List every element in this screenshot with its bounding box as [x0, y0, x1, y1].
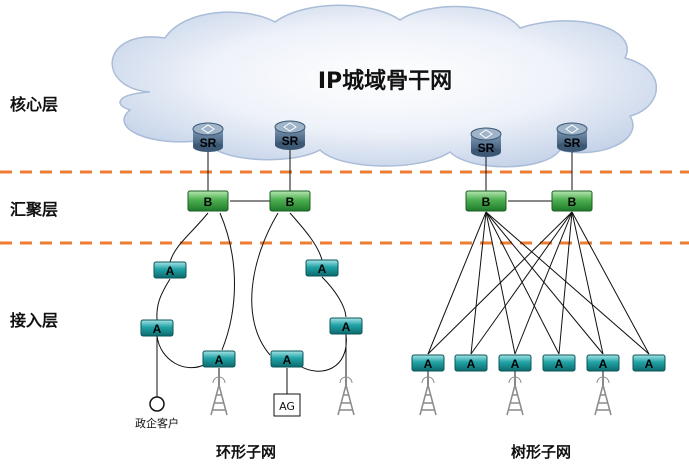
- core-router-1: SR: [192, 122, 224, 152]
- ring-access-switch-4: A: [270, 350, 304, 368]
- core-router-label: SR: [200, 136, 217, 150]
- aggregation-layer-label: 汇聚层: [10, 200, 58, 219]
- access-gateway-box: [273, 393, 301, 417]
- access-layer-label: 接入层: [10, 311, 58, 330]
- access-switch-label: A: [599, 357, 608, 371]
- core-router-2: SR: [274, 120, 306, 150]
- aggregation-switch-label: B: [286, 195, 295, 209]
- ring-access-switch-1: A: [153, 261, 187, 279]
- access-switch-label: A: [424, 357, 433, 371]
- ip-metro-backbone-cloud: IP城域骨干网: [111, 4, 657, 168]
- cell-tower-icon: [210, 376, 228, 416]
- aggregation-switch-4: B: [551, 190, 593, 212]
- cloud-title: IP城域骨干网: [318, 68, 452, 94]
- aggregation-switch-label: B: [204, 195, 213, 209]
- cell-tower-icon: [337, 376, 355, 416]
- tree-subnet-label: 树形子网: [511, 443, 571, 461]
- tree-access-switch-6: A: [632, 354, 666, 372]
- access-switch-label: A: [166, 264, 175, 278]
- network-links: [156, 148, 650, 398]
- aggregation-switch-3: B: [465, 190, 507, 212]
- core-router-3: SR: [470, 127, 502, 157]
- ring-access-switch-2: A: [140, 319, 174, 337]
- customer-endpoint-icon: [149, 396, 165, 412]
- access-switch-label: A: [555, 357, 564, 371]
- core-router-label: SR: [282, 134, 299, 148]
- access-switch-label: A: [283, 353, 292, 367]
- cell-tower-icon: [506, 376, 524, 416]
- core-layer-label: 核心层: [10, 95, 58, 114]
- core-router-4: SR: [556, 122, 588, 152]
- tree-access-switch-4: A: [542, 354, 576, 372]
- access-switch-label: A: [645, 357, 654, 371]
- aggregation-switch-2: B: [269, 190, 311, 212]
- access-switch-label: A: [215, 353, 224, 367]
- access-switch-label: A: [342, 320, 351, 334]
- tree-access-switch-5: A: [586, 354, 620, 372]
- customer-endpoint-label: 政企客户: [135, 416, 179, 430]
- ring-subnet-label: 环形子网: [216, 443, 276, 461]
- tree-access-switch-1: A: [411, 354, 445, 372]
- ring-access-switch-6: A: [329, 317, 363, 335]
- access-gateway-label: AG: [279, 400, 295, 413]
- tree-access-switch-2: A: [454, 354, 488, 372]
- access-switch-label: A: [153, 322, 162, 336]
- cell-tower-icon: [419, 376, 437, 416]
- access-switch-label: A: [511, 357, 520, 371]
- aggregation-switch-label: B: [568, 195, 577, 209]
- aggregation-switch-1: B: [187, 190, 229, 212]
- core-router-label: SR: [564, 136, 581, 150]
- core-router-label: SR: [478, 141, 495, 155]
- access-switch-label: A: [467, 357, 476, 371]
- cell-tower-icon: [594, 376, 612, 416]
- access-switch-label: A: [318, 262, 327, 276]
- tree-access-switch-3: A: [498, 354, 532, 372]
- aggregation-switch-label: B: [482, 195, 491, 209]
- ring-access-switch-5: A: [305, 259, 339, 277]
- ring-access-switch-3: A: [202, 350, 236, 368]
